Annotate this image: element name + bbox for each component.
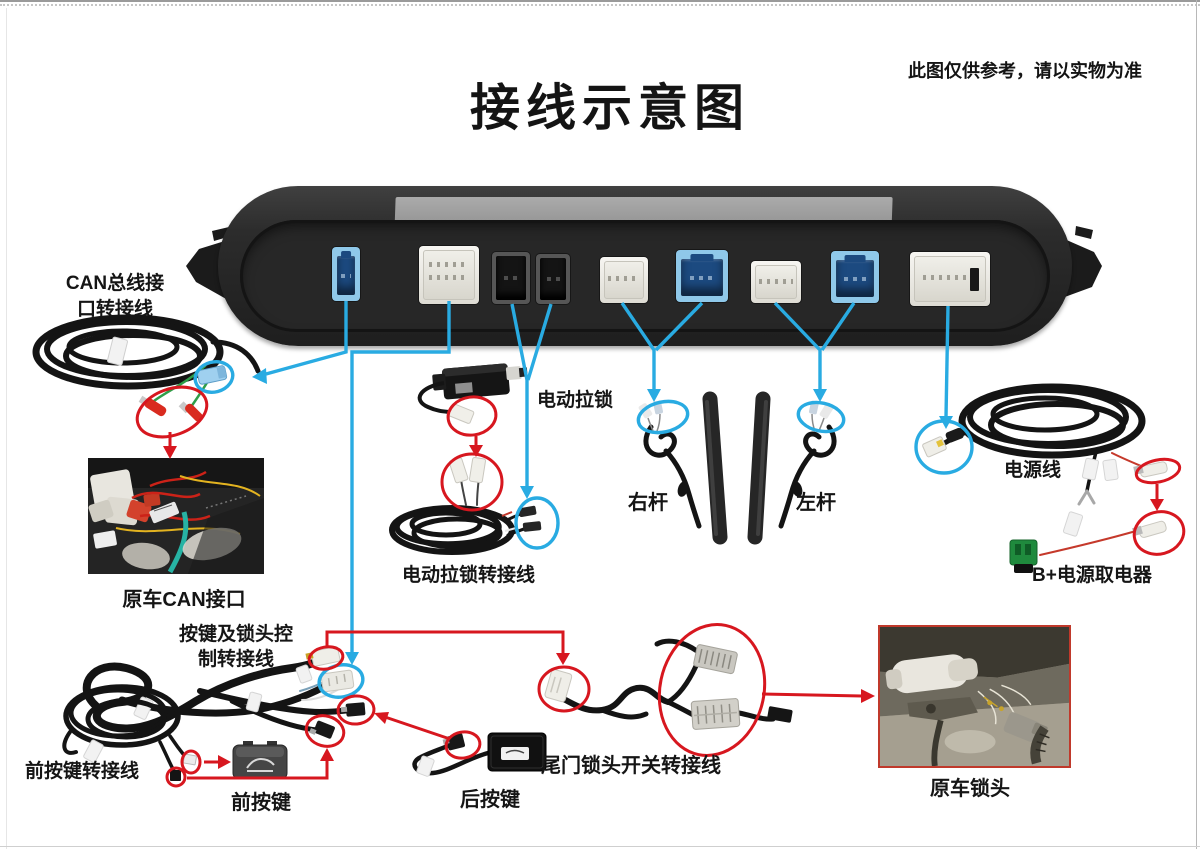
disclaimer-note: 此图仅供参考，请以实物为准 — [908, 61, 1142, 81]
power-cable-label: 电源线 — [1004, 460, 1062, 481]
power-cable-connectors — [922, 427, 1168, 538]
button-lock-adapter-label-line1: 按键及锁头控 — [178, 624, 293, 645]
page-title: 接线示意图 — [470, 80, 750, 136]
page-border-right — [1196, 0, 1197, 849]
rear-button-label: 后按键 — [460, 789, 520, 811]
left-strut-label: 左杆 — [796, 492, 836, 514]
page-border-top-dots — [0, 4, 1200, 6]
button-lock-adapter-label-line2: 制转接线 — [197, 649, 274, 670]
trunk-open-icon — [505, 749, 525, 754]
electric-latch — [417, 363, 528, 424]
oem-can-interface-photo — [88, 458, 264, 574]
latch-adapter-label: 电动拉锁转接线 — [402, 565, 536, 586]
tailgate-lock-adapter-label: 尾门锁头开关转接线 — [541, 755, 721, 777]
can-adapter-label-line1: CAN总线接 — [65, 273, 165, 294]
tailgate-lock-adapter-cable — [559, 638, 776, 722]
latch-label: 电动拉锁 — [537, 390, 614, 411]
can-adapter-label: CAN总线接 口转接线 — [35, 271, 195, 323]
oem-lock-photo — [878, 625, 1071, 768]
cable-tag — [106, 336, 128, 366]
right-strut-label: 右杆 — [628, 492, 668, 514]
latch-adapter-connectors — [448, 456, 542, 532]
page-border-left — [6, 8, 7, 849]
b-plus-tap-label: B+电源取电器 — [1032, 565, 1152, 586]
right-strut — [638, 391, 728, 545]
can-red-terminals — [138, 395, 203, 422]
page-border-top — [0, 0, 1200, 2]
latch-adapter-cable — [389, 476, 532, 555]
page-border-bottom — [0, 846, 1200, 847]
tailgate-lock-adapter-connectors — [544, 644, 793, 730]
front-button — [232, 741, 288, 780]
oem-lock-caption: 原车锁头 — [930, 778, 1010, 800]
button-lock-adapter-label: 按键及锁头控 制转接线 — [156, 622, 316, 672]
front-button-label: 前按键 — [231, 792, 291, 814]
rear-button — [412, 732, 547, 777]
latch-connector — [448, 403, 475, 424]
controller-box-face — [240, 220, 1050, 332]
can-adapter-cable — [32, 314, 261, 409]
left-strut — [747, 391, 837, 545]
trunk-open-icon — [246, 757, 275, 772]
can-adapter-label-line2: 口转接线 — [76, 299, 153, 320]
oem-can-caption: 原车CAN接口 — [122, 589, 246, 611]
can-plug — [196, 365, 228, 385]
controller-box — [218, 186, 1072, 346]
harness-links-blue — [252, 301, 953, 665]
front-button-adapter-label: 前按键转接线 — [25, 761, 140, 782]
